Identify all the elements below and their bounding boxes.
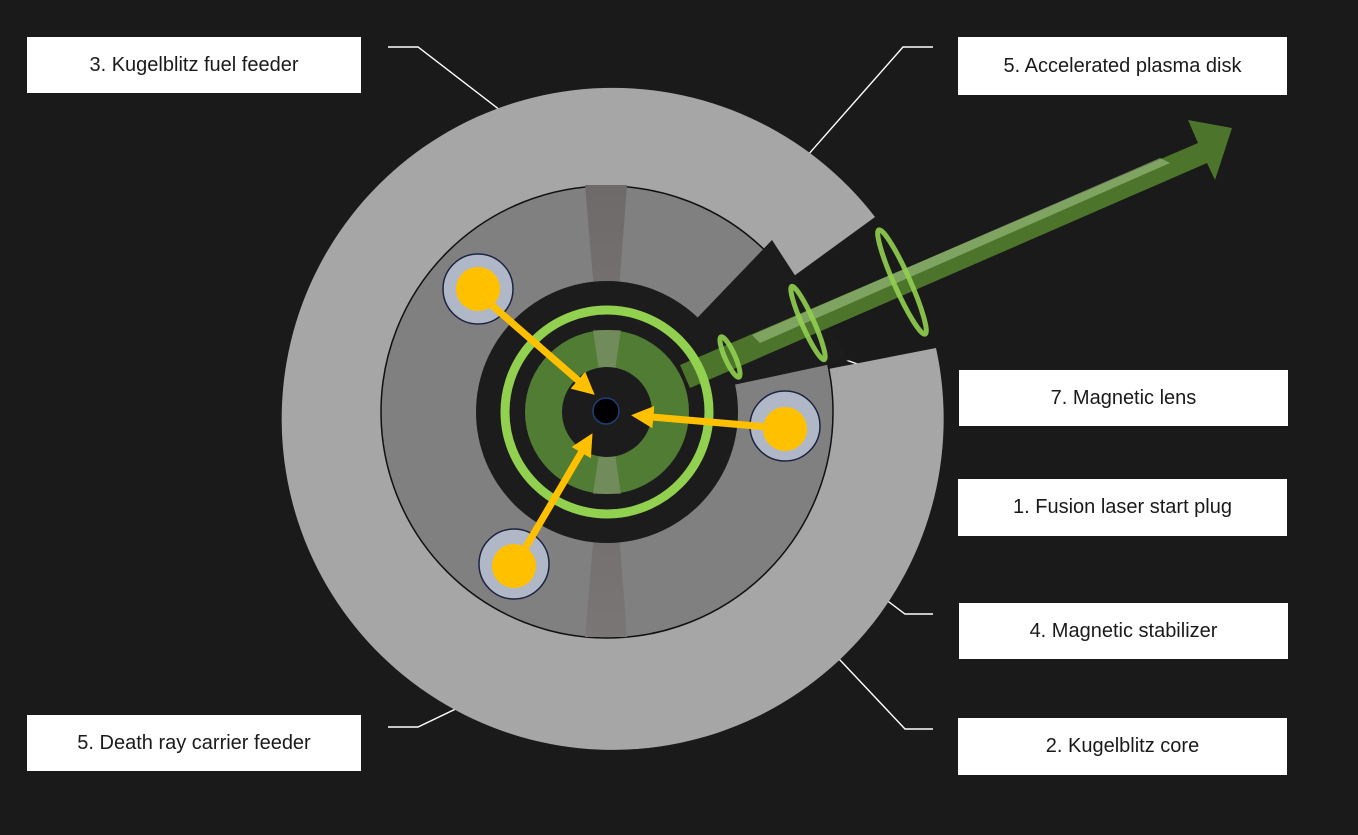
magnetic-lens-2 — [788, 283, 828, 363]
label-plasma-disk: 5. Accelerated plasma disk — [958, 37, 1287, 95]
magnetic-stabilizer-ring — [500, 305, 714, 519]
label-magnetic-stabilizer: 4. Magnetic stabilizer — [959, 603, 1288, 659]
label-carrier-feeder: 5. Death ray carrier feeder — [27, 715, 361, 771]
laser-arrow-bottom-left — [519, 433, 593, 556]
label-kugelblitz-core: 2. Kugelblitz core — [958, 718, 1287, 775]
label-magnetic-lens: 7. Magnetic lens — [959, 370, 1288, 426]
death-ray-beam — [680, 120, 1232, 388]
laser-arrow-top-left — [483, 297, 595, 395]
plug-bottom-left — [492, 544, 536, 588]
plug-right — [763, 407, 807, 451]
kugelblitz-core — [592, 397, 620, 425]
laser-arrow-right — [631, 405, 772, 431]
magnetic-lenses — [717, 227, 929, 380]
laser-arrows — [483, 297, 772, 556]
magnetic-lens-3 — [875, 227, 929, 337]
label-fuel-feeder: 3. Kugelblitz fuel feeder — [27, 37, 361, 93]
magnetic-lens-1 — [717, 334, 743, 380]
label-fusion-plug: 1. Fusion laser start plug — [958, 479, 1287, 536]
